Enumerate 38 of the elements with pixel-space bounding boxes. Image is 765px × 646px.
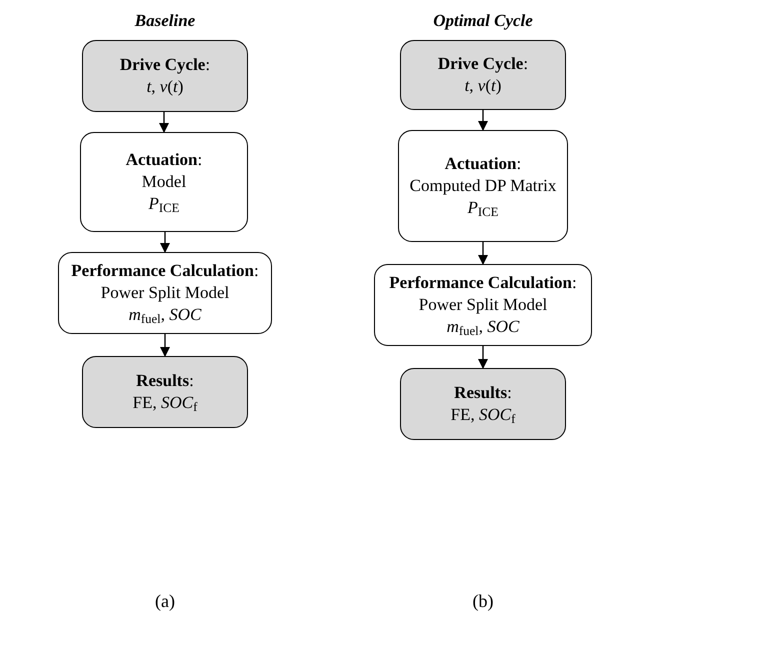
box-text: Power Split Model (418, 294, 548, 316)
process-box (374, 264, 592, 346)
arrow (159, 112, 169, 133)
box-text: Computed DP Matrix (410, 175, 556, 197)
box-text: P$_{ICE}$ (468, 197, 498, 219)
box-heading: Drive Cycle: (120, 54, 210, 76)
panel-label: (a) (155, 590, 175, 613)
box-text: P$_{ICE}$ (148, 193, 180, 215)
box-heading: Results: (136, 370, 194, 392)
box-heading: Performance Calculation: (71, 260, 259, 282)
process-box (80, 132, 248, 232)
arrow (478, 110, 488, 131)
box-text: t, v(t) (146, 76, 184, 98)
process-box (82, 40, 248, 112)
box-heading: Drive Cycle: (438, 53, 528, 75)
arrow (478, 242, 488, 265)
box-text: Power Split Model (100, 282, 230, 304)
box-text: m$_{fuel}$, SOC (446, 316, 520, 338)
panel-label: (b) (472, 590, 494, 613)
arrow (160, 232, 170, 253)
box-heading: Performance Calculation: (389, 272, 577, 294)
process-box (82, 356, 248, 428)
column-title: Optimal Cycle (433, 10, 533, 32)
arrow (478, 346, 488, 369)
box-text: FE, SOC$_{f}$ (450, 404, 516, 426)
box-text: t, v(t) (464, 75, 502, 97)
process-box (400, 368, 566, 440)
box-heading: Actuation: (444, 153, 522, 175)
box-text: FE, SOC$_{f}$ (132, 392, 198, 414)
arrow (160, 334, 170, 357)
process-box (400, 40, 566, 110)
box-text: Model (142, 171, 186, 193)
box-heading: Actuation: (126, 149, 202, 171)
column-title: Baseline (134, 10, 196, 32)
process-box (58, 252, 272, 334)
process-box (398, 130, 568, 242)
box-text: m$_{fuel}$, SOC (128, 304, 202, 326)
box-heading: Results: (454, 382, 512, 404)
